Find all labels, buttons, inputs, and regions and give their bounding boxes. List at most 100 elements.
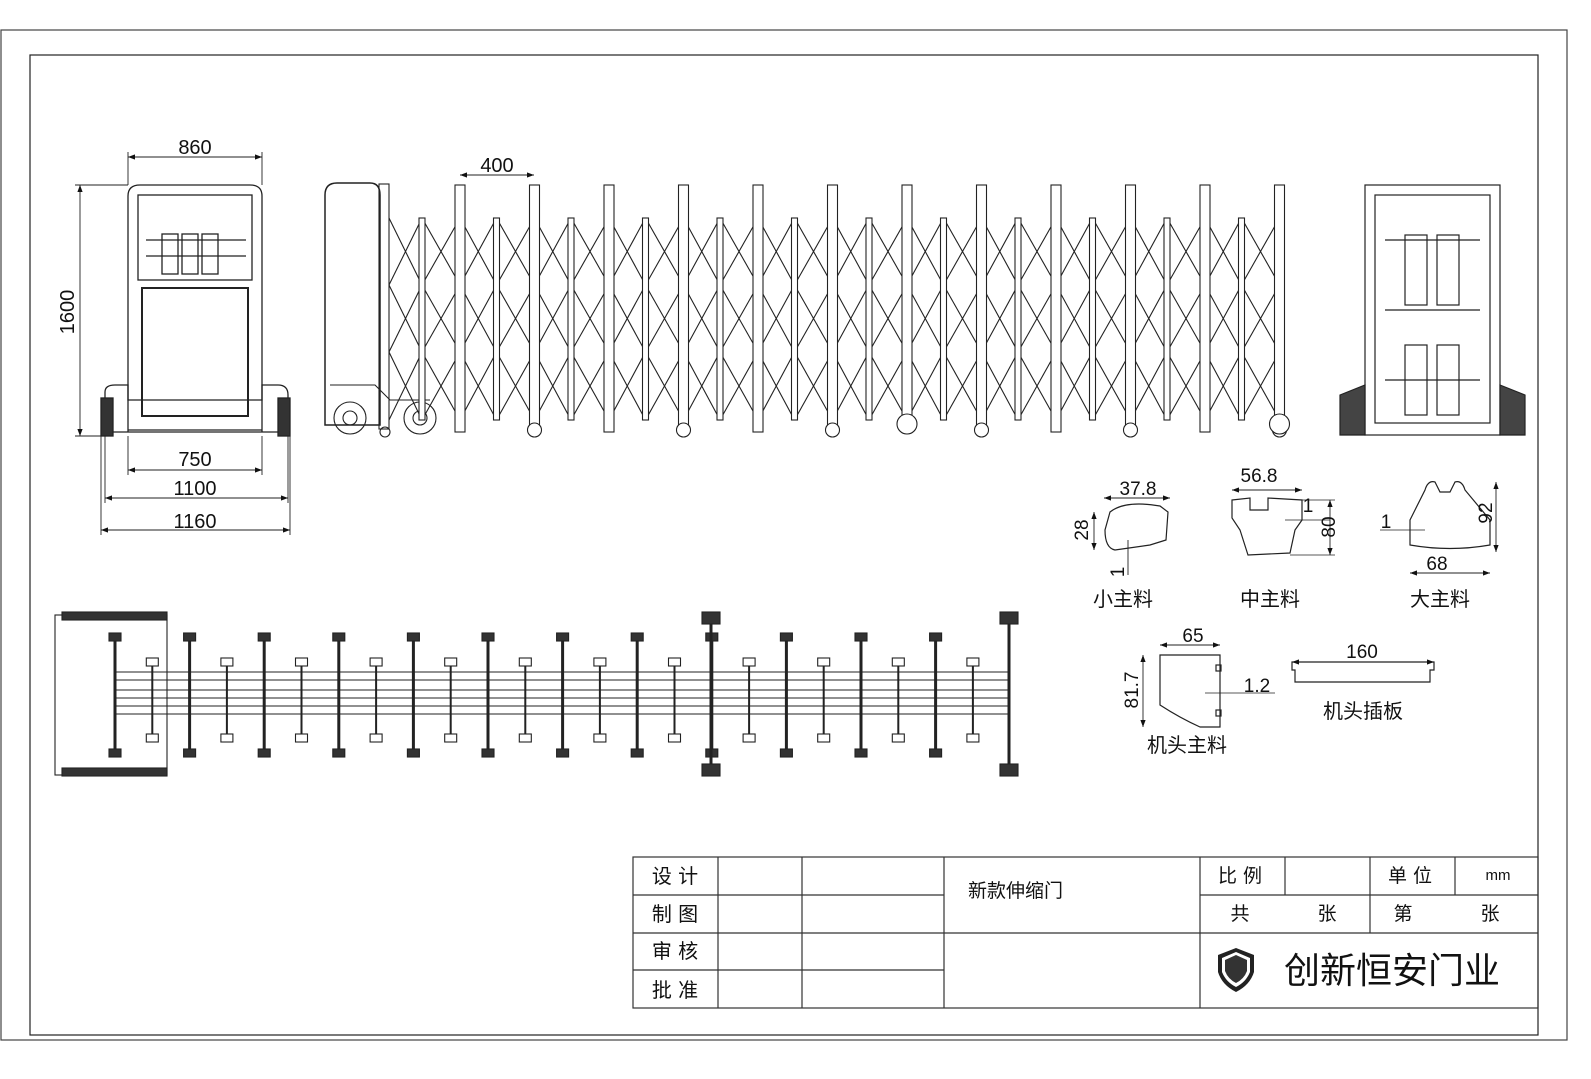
top-post-cap — [779, 632, 793, 642]
top-post-cap — [701, 763, 721, 777]
lattice-bar — [832, 284, 870, 353]
top-post-cap — [817, 657, 831, 667]
thin-post — [492, 217, 501, 421]
thin-post — [418, 217, 426, 421]
top-post-cap — [183, 748, 197, 758]
lattice-bar — [981, 284, 1019, 353]
top-post-cap — [406, 632, 420, 642]
lattice-bar — [1092, 351, 1131, 421]
top-post-cap — [929, 632, 943, 642]
thin-post — [790, 217, 799, 421]
thin-post — [567, 217, 575, 421]
lattice-bar — [868, 284, 908, 353]
lattice-bar — [906, 351, 944, 421]
sheet-label: 张 — [1317, 903, 1336, 925]
main-post — [454, 184, 466, 433]
thin-post — [1088, 217, 1097, 421]
lattice-bar — [719, 217, 759, 286]
top-post-cap — [742, 733, 756, 743]
top-post-cap — [742, 657, 756, 667]
top-post-cap — [369, 657, 383, 667]
lattice-bar — [1166, 351, 1206, 421]
company-logo-icon — [1218, 948, 1254, 992]
top-post-cap — [220, 733, 234, 743]
top-post-cap — [593, 733, 607, 743]
post-wheel — [1122, 422, 1139, 438]
lattice-bar — [757, 284, 795, 353]
top-post-cap — [667, 733, 682, 743]
top-post-cap — [966, 657, 980, 667]
top-post-cap — [108, 748, 122, 758]
profile-plate — [1291, 659, 1435, 683]
product-name: 新款伸缩门 — [968, 880, 1063, 902]
lattice-bar — [683, 217, 721, 286]
profile-name-medium: 中主料 — [1240, 587, 1300, 611]
lattice-bar — [868, 217, 908, 286]
lattice-bar — [1130, 284, 1168, 353]
top-post-cap — [593, 657, 607, 667]
lattice-bar — [906, 217, 944, 286]
top-post-cap — [332, 632, 346, 642]
post-wheel — [526, 422, 543, 438]
lattice-bar — [981, 351, 1019, 421]
top-post-cap — [891, 657, 905, 667]
post-wheel-large — [896, 413, 918, 435]
main-post — [528, 184, 541, 433]
top-post-cap — [406, 748, 420, 758]
design-label: 设 计 — [652, 864, 698, 888]
lattice-bar — [757, 217, 795, 286]
main-post — [1273, 184, 1286, 433]
top-post-cap — [999, 763, 1019, 777]
top-post-cap — [999, 611, 1019, 625]
dim-750: 750 — [178, 449, 211, 471]
page-label: 第 — [1393, 903, 1412, 925]
lattice-bar — [645, 351, 684, 421]
top-post-cap — [332, 748, 346, 758]
dim-28: 28 — [1072, 519, 1093, 540]
top-post-cap — [929, 748, 943, 758]
top-view — [54, 611, 1019, 777]
top-post-cap — [854, 632, 868, 642]
dim-1-small: 1 — [1108, 567, 1129, 578]
lattice-bar — [570, 284, 610, 353]
approve-label: 批 准 — [652, 978, 698, 1002]
profile-name-plate: 机头插板 — [1323, 699, 1403, 723]
dim-65: 65 — [1182, 626, 1203, 647]
lattice-bar — [683, 284, 721, 353]
profile-small — [1091, 495, 1170, 575]
top-post-cap — [518, 657, 532, 667]
lattice-bar — [608, 217, 646, 286]
top-post-cap — [891, 733, 905, 743]
unit-value: mm — [1486, 867, 1511, 884]
top-post-cap — [481, 748, 495, 758]
lattice-bar — [1017, 351, 1057, 421]
lattice-bar — [388, 284, 423, 353]
dim-80: 80 — [1319, 516, 1340, 537]
lattice-bar — [943, 351, 982, 421]
top-post-cap — [108, 632, 122, 642]
lattice-bar — [794, 351, 833, 421]
top-post-cap — [481, 632, 495, 642]
lattice-bar — [421, 351, 461, 421]
lattice-bar — [1204, 217, 1242, 286]
main-post — [1124, 184, 1137, 433]
dim-1-medium: 1 — [1303, 496, 1314, 517]
scale-label: 比 例 — [1218, 865, 1262, 887]
top-post-cap — [701, 611, 721, 625]
front-view — [324, 182, 1291, 438]
dim-81-7: 81.7 — [1122, 672, 1143, 709]
lattice-bar — [683, 351, 721, 421]
lattice-bar — [1166, 217, 1206, 286]
main-post — [1050, 184, 1062, 433]
thin-post — [716, 217, 724, 421]
main-post — [677, 184, 690, 433]
lattice-bar — [981, 217, 1019, 286]
dim-56-8: 56.8 — [1241, 466, 1278, 487]
dim-1100: 1100 — [173, 478, 216, 500]
lattice-bar — [1204, 284, 1242, 353]
lattice-bar — [496, 284, 535, 353]
lattice-bar — [388, 217, 423, 286]
top-post-cap — [294, 657, 309, 667]
lattice-bar — [1017, 217, 1057, 286]
post-wheel-large — [1268, 413, 1291, 435]
